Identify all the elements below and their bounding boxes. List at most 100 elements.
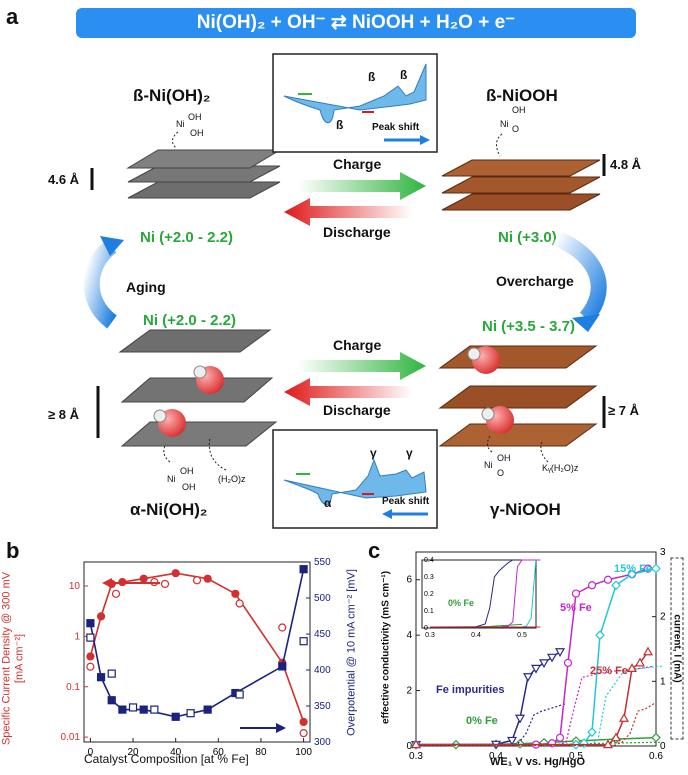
panel-c-inset-y-tick-label: 0.2 — [424, 591, 434, 598]
overcharge-arrow — [552, 230, 607, 324]
inset-bottom-peak2: γ — [406, 446, 413, 460]
panel-b-point — [96, 673, 106, 682]
charge-label-top: Charge — [333, 156, 382, 172]
panel-c-point — [410, 739, 422, 749]
gamma-oxidation: Ni (+3.5 - 3.7) — [482, 318, 575, 335]
panel-c-point — [651, 732, 661, 743]
panel-b-x-tick-label: 100 — [295, 747, 312, 758]
panel-c-point — [506, 736, 518, 746]
inset-bottom-peak-low: α — [324, 496, 332, 510]
panel-b-point — [86, 619, 95, 628]
charge-arrow-top — [298, 172, 426, 200]
panel-c-xlabel: WE₁ V vs. Hg/HgO — [490, 756, 586, 768]
panel-b-point — [139, 705, 148, 714]
panel-b-x-tick-label: 0 — [88, 747, 94, 758]
panel-c-inset-x-tick-label: 0.3 — [425, 632, 435, 639]
inset-top-cv-curve — [283, 63, 427, 124]
beta-nioh2-spacing: 4.6 Å — [48, 172, 80, 187]
panel-b-x-tick-label: 40 — [170, 747, 182, 758]
panel-c-ylabel-left: effective conductivity (mS cm⁻¹) — [380, 570, 392, 725]
label-5-fe: 5% Fe — [560, 602, 592, 614]
alpha-oxidation: Ni (+2.0 - 2.2) — [143, 312, 236, 329]
panel-c-yr-tick-label: 2 — [660, 612, 666, 623]
panel-c-yr-tick-label: 0 — [660, 741, 666, 752]
aging-label: Aging — [126, 279, 166, 295]
panel-b-point — [203, 574, 212, 583]
panel-b-x-tick-label: 60 — [213, 747, 225, 758]
panel-c-yr-tick-label: 3 — [660, 547, 666, 558]
panel-c-yl-tick-label: 6 — [406, 575, 412, 586]
panel-b-point — [150, 705, 159, 714]
panel-c-letter: c — [368, 538, 381, 563]
alpha-nioh2-title: α-Ni(OH)₂ — [130, 500, 208, 519]
gamma-niooh-title: γ-NiOOH — [490, 500, 561, 519]
panel-b-point — [107, 696, 116, 705]
panel-b-point — [235, 599, 244, 608]
panel-c-point — [587, 727, 597, 737]
alpha-stack — [118, 329, 278, 471]
panel-c-point — [626, 663, 638, 672]
alpha-water-label: (H₂O)z — [218, 474, 246, 484]
gamma-oh: OH — [497, 453, 511, 463]
panel-c-point — [538, 659, 550, 669]
panel-c-ylabel-left-wrap: effective conductivity (mS cm⁻¹) — [376, 560, 396, 740]
panel-c-inset-y-tick-label: 0.1 — [424, 608, 434, 615]
beta-nioh2-title: ß-Ni(OH)₂ — [133, 86, 211, 105]
alpha-oh-b: OH — [182, 482, 196, 492]
panel-c-inset-x-tick-label: 0.4 — [471, 632, 481, 639]
panel-c-point — [603, 575, 613, 584]
panel-b-point — [107, 669, 116, 678]
label-15-fe: 15% Fe — [614, 563, 652, 575]
panel-c-point — [651, 563, 661, 574]
panel-c-point — [555, 733, 565, 742]
panel-b-blue-arrowhead — [276, 723, 286, 733]
panel-c-point — [563, 658, 573, 667]
panel-b-ylabel-right-wrap: Overpotential @ 10 mA cm⁻² [mV] — [340, 560, 362, 750]
beta-nioh2-oh-b: OH — [190, 128, 204, 138]
panel-b-point — [139, 574, 148, 583]
panel-b-point — [171, 712, 180, 721]
panel-b-yl-tick-label: 0.01 — [61, 732, 81, 743]
panel-c-ylabel-right: current, I (mA) — [670, 557, 684, 740]
panel-c-point — [571, 589, 581, 598]
panel-c-inset-y-tick-label: 0 — [424, 625, 428, 632]
beta-niooh-oh: OH — [512, 105, 526, 115]
panel-b-yr-tick-label: 350 — [314, 701, 331, 712]
inset-top-peak2: ß — [400, 68, 408, 82]
panel-b-x-tick-label: 20 — [127, 747, 139, 758]
discharge-label-top: Discharge — [323, 224, 391, 240]
label-fe-impurities: Fe impurities — [436, 684, 505, 696]
beta-nioh2-oxidation: Ni (+2.0 - 2.2) — [140, 229, 233, 246]
panel-c-point — [611, 580, 621, 591]
panel-b-ylabel-right: Overpotential @ 10 mA cm⁻² [mV] — [345, 569, 358, 736]
overcharge-label: Overcharge — [496, 273, 574, 289]
panel-b-xlabel: Catalyst Composition [at % Fe] — [84, 752, 249, 766]
panel-c-x-tick-label: 0.6 — [649, 751, 663, 762]
panel-b-ylabel-left-wrap: Specific Current Density @ 300 mV [mA cm… — [0, 560, 26, 750]
panel-c-point — [595, 630, 605, 640]
panel-b-point — [171, 569, 180, 578]
beta-niooh-o: O — [512, 124, 520, 134]
panel-a-letter: a — [6, 4, 19, 29]
panel-b-yr-tick-label: 550 — [314, 557, 331, 568]
aging-arrowhead — [100, 236, 124, 256]
beta-niooh-stack — [441, 133, 601, 211]
panel-b-point — [203, 705, 212, 714]
panel-c-point — [610, 732, 622, 742]
panel-b-point — [299, 637, 308, 646]
inset-bottom-peak1: γ — [370, 446, 377, 460]
gamma-water-label: Kᵧ(H₂O)z — [542, 463, 579, 473]
inset-bottom-cv-curve — [283, 458, 427, 505]
panel-c-x-tick-label: 0.4 — [489, 751, 503, 762]
panel-b-point — [299, 717, 308, 727]
panel-b-yl-tick-label: 10 — [69, 581, 81, 592]
panel-c-x-tick-label: 0.5 — [569, 751, 583, 762]
panel-b-point — [235, 690, 244, 699]
panel-c-point — [618, 713, 630, 722]
panel-b-point — [128, 703, 138, 712]
beta-nioh2-stack — [126, 131, 282, 199]
panel-c-yl-tick-label: 0 — [406, 741, 412, 752]
inset-label-0-fe: 0% Fe — [448, 598, 475, 608]
panel-c-yr-tick-label: 1 — [660, 676, 666, 687]
panel-b-point — [278, 662, 287, 671]
